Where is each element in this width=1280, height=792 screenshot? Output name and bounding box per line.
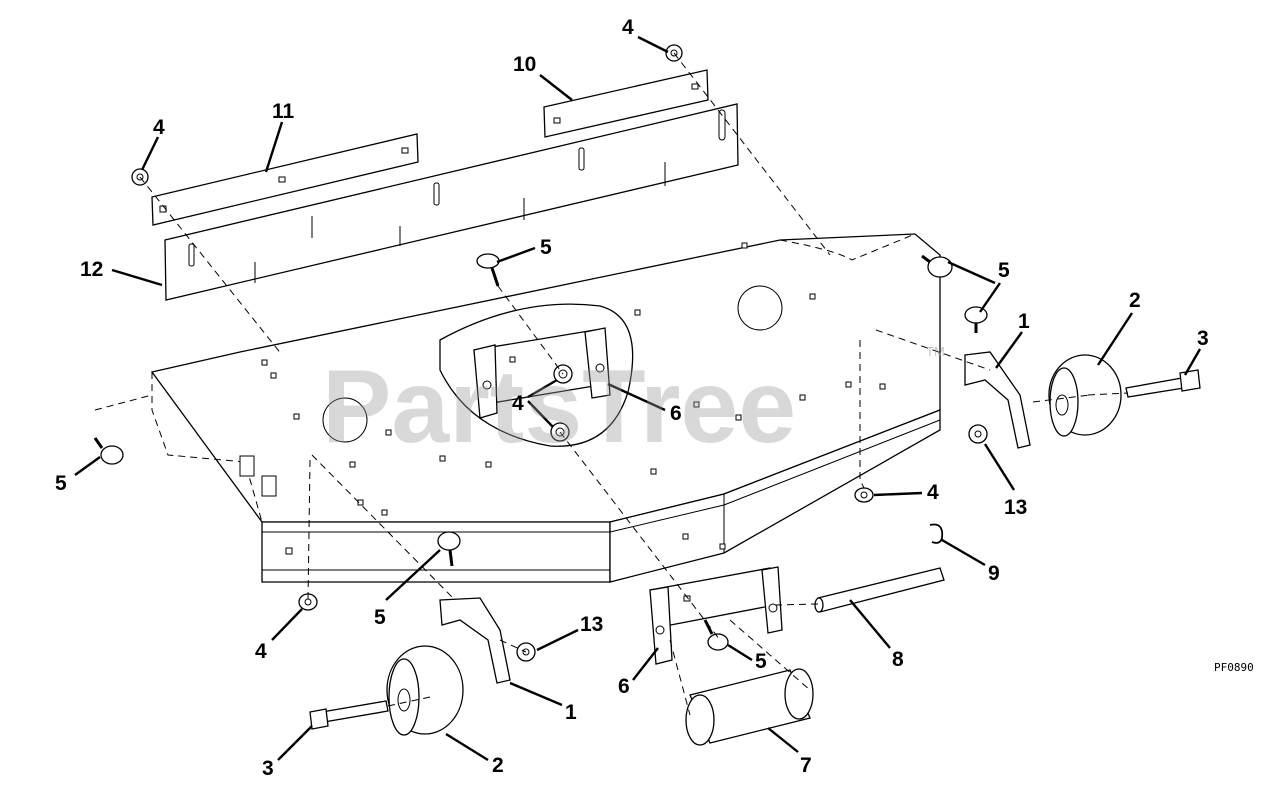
roller-7	[685, 668, 814, 746]
callout-lower-3: 3	[262, 757, 274, 780]
lower-wheel-bracket-1	[439, 597, 511, 684]
callout-right-13: 13	[1004, 496, 1027, 519]
watermark-trademark: TM	[926, 344, 945, 359]
lower-axle-bolt-3	[309, 700, 389, 730]
right-wheel-bracket-1	[964, 351, 1031, 449]
deflector-12	[164, 103, 739, 301]
callout-left-5: 5	[55, 472, 67, 495]
clip-9	[929, 523, 944, 544]
leader-lines	[74, 35, 1202, 762]
strip-11	[151, 133, 419, 226]
right-wheel-2	[1048, 354, 1122, 437]
right-axle-bolt-3	[1125, 369, 1201, 398]
strip-10	[543, 69, 709, 138]
callout-center-5: 5	[540, 236, 552, 259]
callout-roller-5: 5	[755, 650, 767, 673]
callout-11: 11	[272, 100, 295, 123]
callout-10: 10	[513, 53, 536, 76]
callout-9: 9	[988, 562, 1000, 585]
callout-center-4: 4	[512, 392, 524, 415]
roller-shaft-8	[814, 567, 945, 613]
lower-bolt-5	[437, 531, 461, 567]
callout-7: 7	[800, 754, 812, 777]
callout-right-5: 5	[998, 259, 1010, 282]
figure-ref: PF0890	[1214, 661, 1254, 674]
right-nut-4	[854, 487, 874, 503]
callout-lower-13: 13	[580, 613, 603, 636]
callout-8: 8	[892, 648, 904, 671]
lower-wheel-2	[386, 645, 464, 736]
callout-left-4: 4	[153, 116, 165, 139]
callout-right-1: 1	[1018, 310, 1030, 333]
callout-lower-5: 5	[374, 606, 386, 629]
callout-top-4: 4	[622, 16, 634, 39]
lower-nut-4	[298, 593, 318, 611]
center-bolt-5	[476, 253, 500, 287]
callout-right-4: 4	[927, 481, 939, 504]
roller-bracket-6	[649, 566, 783, 665]
callout-12: 12	[80, 258, 103, 281]
assembly-lines	[94, 52, 1129, 716]
callout-lower-1: 1	[565, 701, 577, 724]
callout-right-2: 2	[1129, 289, 1141, 312]
callout-center-6: 6	[670, 402, 682, 425]
callout-lower-2: 2	[492, 754, 504, 777]
callout-right-3: 3	[1197, 327, 1209, 350]
callout-lower-4: 4	[255, 640, 267, 663]
watermark-text: PartsTree	[322, 349, 796, 465]
left-bolt-5	[93, 437, 124, 465]
callout-lower-6: 6	[618, 675, 630, 698]
center-bracket-6	[473, 327, 611, 419]
right-nut-13	[968, 424, 988, 444]
roller-bolt-5	[703, 619, 729, 651]
